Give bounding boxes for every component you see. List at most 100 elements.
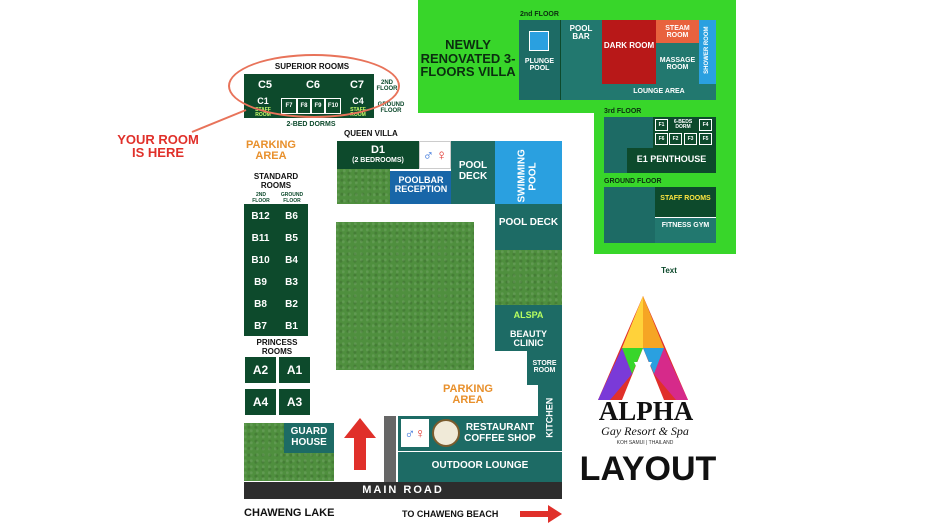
kitchen[interactable] [538,385,562,451]
shower-room[interactable] [699,20,716,84]
room-b9[interactable]: B9 [254,276,267,288]
room-b2[interactable]: B2 [285,298,298,310]
room-a4[interactable]: A4 [245,389,276,415]
guard-house[interactable] [284,423,334,453]
your-room-highlight-circle [228,54,400,118]
female-restroom-icon: ♀ [436,146,448,164]
room-b5[interactable]: B5 [285,232,298,244]
beauty-clinic-label: BEAUTY CLINIC [509,329,547,349]
massage-room-label: MASSAGE ROOM [659,57,696,72]
dorm-room-f2[interactable]: F2 [669,133,682,145]
store-room[interactable] [527,351,562,385]
steam-room[interactable] [656,20,699,43]
room-d1[interactable] [337,141,419,169]
queen-villa-title: QUEEN VILLA [344,129,398,138]
room-a2[interactable]: A2 [245,357,276,383]
room-b4[interactable]: B4 [285,254,298,266]
shower-room-label: SHOWER ROOM [703,26,710,74]
villa-title: NEWLY RENOVATED 3-FLOORS VILLA [420,37,516,80]
parking-area-2: PARKING AREA [443,383,493,406]
pool-deck-label: POOL DECK [458,160,488,182]
text-placeholder-label: Text [661,266,677,275]
villa-lounge-area-label: LOUNGE AREA [633,88,685,95]
coffee-shop-logo-icon [432,419,460,447]
princess-rooms-title: PRINCESS ROOMS [256,338,298,356]
room-b8[interactable]: B8 [254,298,267,310]
plunge-pool-water [529,31,549,51]
logo-name: ALPHA [598,396,694,426]
standard-col-label-right: GROUND FLOOR [280,192,304,204]
room-a3[interactable]: A3 [279,389,310,415]
six-bed-dorm-label: 6-BEDS DORM [673,119,693,131]
superior-ground-floor-label: GROUND FLOOR [377,102,405,114]
swimming-pool[interactable] [495,141,562,204]
alpha-logo-icon [598,296,688,400]
entrance-driveway [384,416,396,482]
dark-room[interactable] [602,20,656,84]
room-a1[interactable]: A1 [279,357,310,383]
pool-bar-label: POOL BAR [569,24,593,42]
villa-lounge-area[interactable] [602,84,716,100]
alspa-logo: ALSPA [513,310,544,320]
standard-rooms-title: STANDARD ROOMS [253,172,299,190]
pool-deck-2[interactable] [495,204,562,250]
plunge-pool-label: PLUNGE POOL [524,58,555,73]
room-b7[interactable]: B7 [254,320,267,332]
to-beach-label: TO CHAWENG BEACH [402,509,499,519]
dorm-room-f4[interactable]: F4 [699,119,712,131]
outdoor-lounge[interactable] [398,452,562,482]
room-b3[interactable]: B3 [285,276,298,288]
store-room-label: STORE ROOM [532,360,557,375]
restroom-block-bottom[interactable]: ♂♀ [401,419,429,447]
room-b1[interactable]: B1 [285,320,298,332]
poolbar-reception-label: POOLBAR RECEPTION [394,175,448,195]
parking-area-1: PARKING AREA [246,139,296,162]
poolbar-reception[interactable] [390,171,452,204]
staff-rooms[interactable] [655,187,716,217]
standard-rooms-block [244,204,308,336]
beach-arrow [520,505,562,523]
fitness-gym[interactable] [655,217,716,243]
main-road-label: MAIN ROAD [362,484,444,496]
steam-room-label: STEAM ROOM [665,25,690,40]
massage-room[interactable] [656,43,699,84]
logo-location: KOH SAMUI | THAILAND [616,440,674,446]
room-b11[interactable]: B11 [251,232,270,244]
standard-col-label-left: 2ND FLOOR [252,192,270,204]
male-restroom-icon: ♂ [422,146,434,164]
dorm-room-f5[interactable]: F5 [699,133,712,145]
your-room-pointer [191,109,247,133]
pool-deck[interactable] [451,141,495,204]
room-d1-label: D1 [370,144,386,156]
chaweng-lake-label: CHAWENG LAKE [244,507,335,519]
fitness-gym-label: FITNESS GYM [661,222,710,229]
dorm-room-f1[interactable]: F1 [655,119,668,131]
outdoor-lounge-label: OUTDOOR LOUNGE [431,460,529,471]
room-d1-sublabel: (2 BEDROOMS) [352,157,404,164]
room-b12[interactable]: B12 [251,210,270,222]
villa-ground-floor-label: GROUND FLOOR [604,178,662,185]
your-room-label: YOUR ROOM IS HERE [117,132,199,160]
beauty-clinic[interactable] [495,305,562,351]
entrance-arrow [344,418,376,470]
pool-bar[interactable] [560,20,602,100]
logo-tagline: Gay Resort & Spa [601,424,689,438]
male-restroom-icon: ♂ [404,425,416,441]
pool-deck-2-label: POOL DECK [498,217,559,228]
penthouse-e1[interactable] [627,148,716,173]
central-lawn [336,222,474,370]
kitchen-label: KITCHEN [544,397,555,438]
dorm-room-f3[interactable]: F3 [684,133,697,145]
dorm-room-f6[interactable]: F6 [655,133,668,145]
restroom-block-top[interactable]: ♂♀ [419,141,451,169]
layout-title: LAYOUT [579,450,717,488]
room-b10[interactable]: B10 [251,254,270,266]
penthouse-label: E1 PENTHOUSE [636,154,707,164]
dorms-label: 2-BED DORMS [286,121,336,128]
spa-lawn [495,250,562,305]
female-restroom-icon: ♀ [415,425,426,441]
staff-rooms-label: STAFF ROOMS [660,195,711,202]
main-road [244,482,562,499]
villa-floor2-label: 2nd FLOOR [520,11,559,18]
room-b6[interactable]: B6 [285,210,298,222]
